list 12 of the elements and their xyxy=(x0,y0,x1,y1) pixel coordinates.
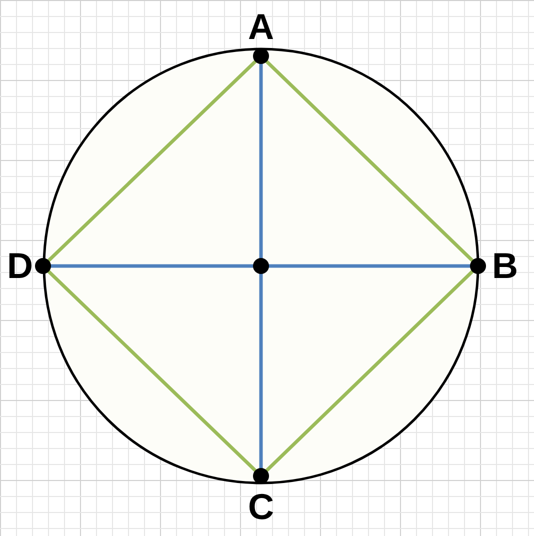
line-segment xyxy=(259,63,263,259)
point-label: B xyxy=(492,247,518,285)
line-segment xyxy=(264,270,474,472)
line-segment xyxy=(50,264,254,268)
line-segment xyxy=(46,270,258,472)
line-segment xyxy=(259,273,263,469)
point-label: C xyxy=(248,488,274,526)
line-segment xyxy=(268,264,471,268)
point-label: D xyxy=(7,247,33,285)
line-segment xyxy=(46,60,258,262)
point-label: A xyxy=(248,8,274,46)
line-segment xyxy=(264,60,474,262)
